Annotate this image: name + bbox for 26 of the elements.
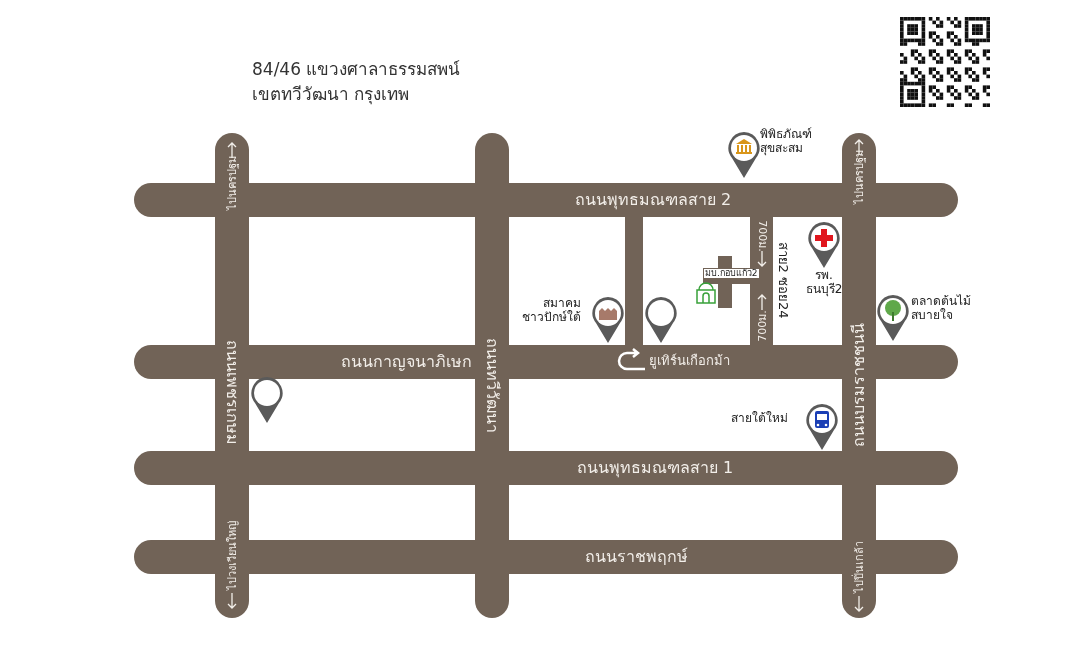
- place-label: สายใต้ใหม่: [730, 411, 788, 425]
- address-text: 84/46 แขวงศาลาธรรมสพน์: [252, 58, 461, 81]
- road-name: ถนนเพชรเกษม: [224, 339, 240, 445]
- road-name: ไปนครปฐม: [226, 156, 238, 210]
- road-name: ไปวงเวียนใหญ่: [226, 520, 238, 590]
- road-label: สาย2 ซอย24: [776, 241, 790, 319]
- place-label: พิพิธภัณฑ์ สุขสะสม: [760, 127, 813, 155]
- place-label: ตลาดต้นไม้ สบายใจ: [911, 294, 972, 322]
- road: [842, 133, 876, 618]
- address-text: เขตทวีวัฒนา กรุงเทพ: [252, 83, 410, 107]
- road-name: ถนนราชพฤกษ์: [584, 549, 688, 565]
- road: [475, 133, 509, 618]
- road: [215, 133, 249, 618]
- place-label: สมาคม ชาวปักษ์ใต้: [521, 296, 581, 324]
- place-label: รพ. ธนบุรี2: [804, 268, 844, 296]
- distance-label: 700ม.: [756, 310, 768, 342]
- place-label: มบ.กอบแก้ว2: [704, 269, 759, 278]
- road-name: ถนนบรมราชชนนี: [851, 323, 867, 447]
- road-name: ไปปิ่นเกล้า: [853, 541, 865, 593]
- road-name: ถนนพุทธมณฑลสาย 1: [576, 460, 734, 476]
- distance-label: 700ม.: [756, 220, 768, 252]
- road-name: ถนนพุทธมณฑลสาย 2: [574, 192, 732, 208]
- road-name: ไปนครปฐม: [853, 150, 865, 204]
- road-label: ยูเทิร์นเกือกม้า: [649, 354, 730, 367]
- road-name: ถนนทวีวัฒนา: [484, 337, 500, 433]
- road-name: ถนนกาญจนาภิเษก: [340, 354, 472, 370]
